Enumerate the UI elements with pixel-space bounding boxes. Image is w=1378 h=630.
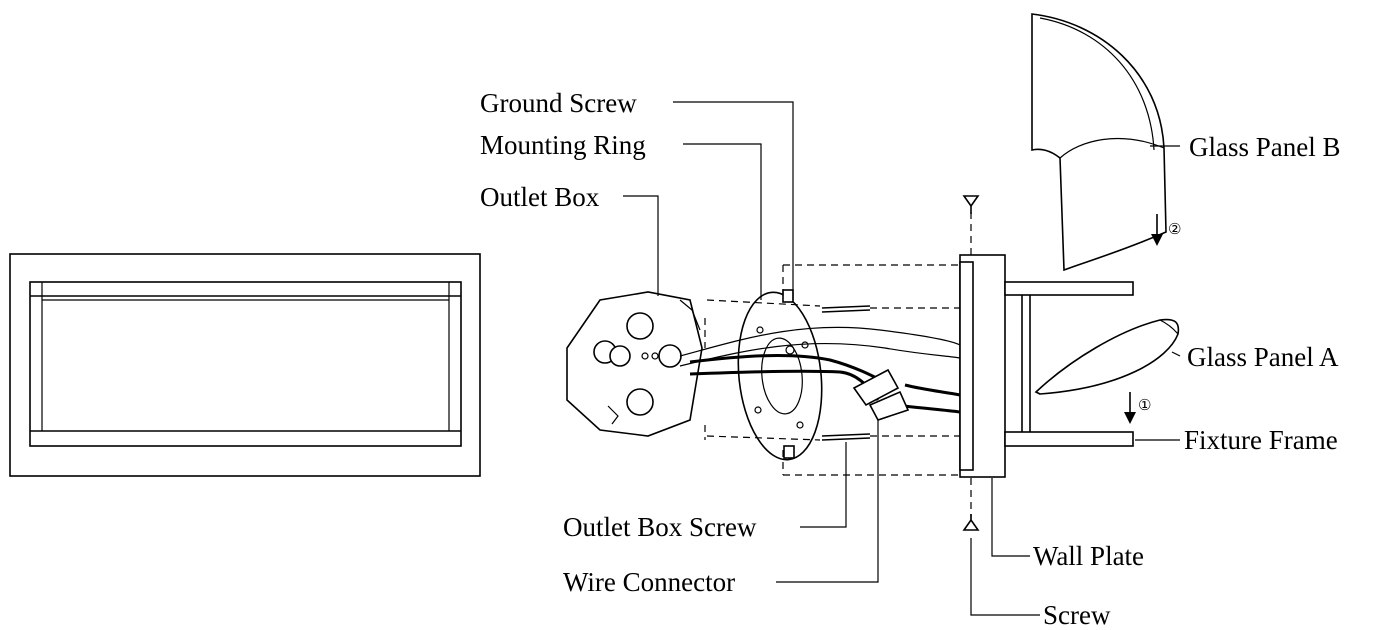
label-wire-connector: Wire Connector: [563, 567, 735, 597]
front-view: [9, 253, 481, 477]
leader-lines: [623, 101, 1181, 616]
label-ground-screw: Ground Screw: [480, 88, 637, 118]
screw-top: [962, 195, 980, 214]
glass-panel-a: [1034, 318, 1180, 395]
step-1-marker: ①: [1138, 396, 1151, 414]
fixture-frame: [1004, 281, 1134, 447]
wall-plate: [959, 254, 1006, 478]
label-mounting-ring: Mounting Ring: [480, 130, 646, 160]
label-glass-panel-b: Glass Panel B: [1189, 132, 1341, 162]
outlet-box: [566, 291, 703, 437]
label-screw: Screw: [1043, 600, 1111, 630]
mounting-ring: [737, 289, 823, 461]
step-arrow-2: ②: [1151, 214, 1181, 246]
glass-panel-b: [1031, 13, 1167, 272]
label-wall-plate: Wall Plate: [1033, 541, 1144, 571]
screw-bottom: [962, 514, 980, 531]
front-view-outer-frame: [9, 253, 481, 477]
label-outlet-box-screw: Outlet Box Screw: [563, 512, 757, 542]
ring-tab-top: [782, 289, 794, 303]
front-view-inner-frame: [29, 281, 462, 447]
step-2-marker: ②: [1168, 220, 1181, 238]
alignment-lines: [704, 212, 972, 518]
label-glass-panel-a: Glass Panel A: [1187, 342, 1339, 372]
wire-connectors: [852, 368, 910, 421]
step-arrow-1: ①: [1124, 392, 1151, 424]
label-fixture-frame: Fixture Frame: [1184, 425, 1338, 455]
ground-screw-head: [785, 345, 795, 355]
outlet-box-screws: [821, 305, 871, 441]
ring-tab-bottom: [783, 445, 795, 459]
label-outlet-box: Outlet Box: [480, 182, 600, 212]
